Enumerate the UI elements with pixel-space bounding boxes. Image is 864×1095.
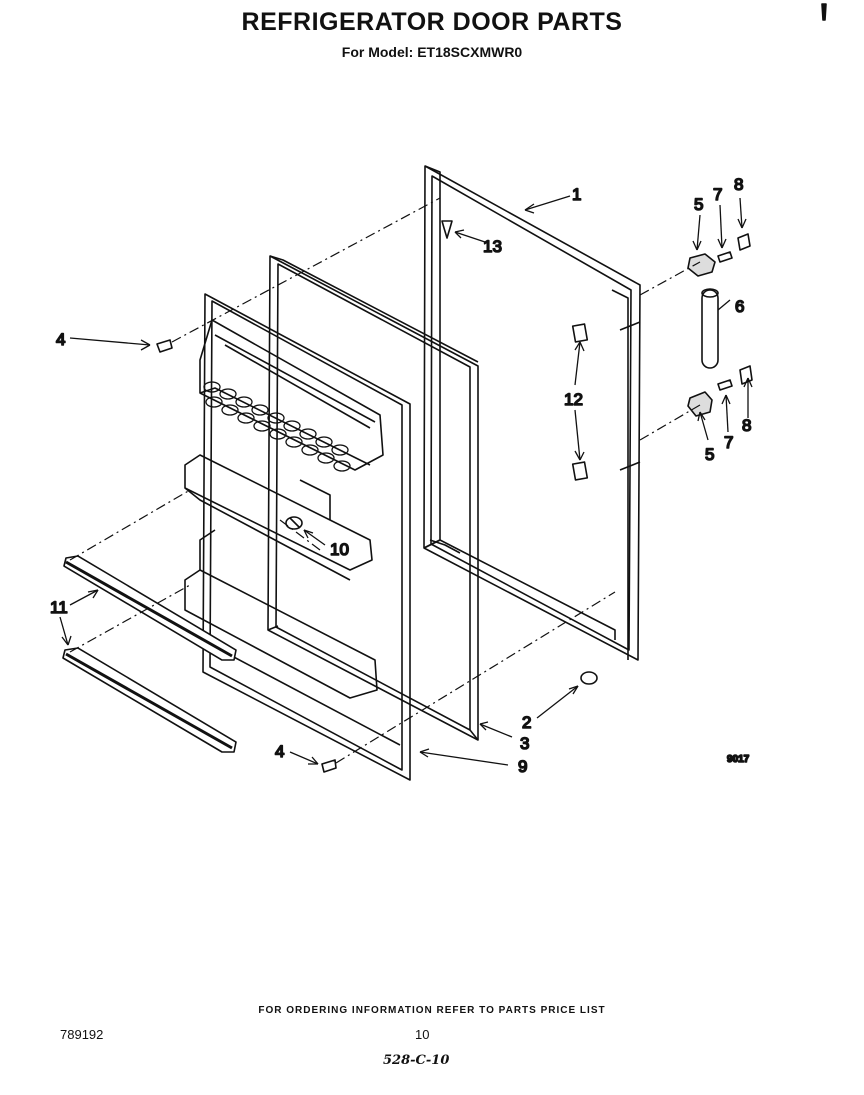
callout-7-lower: 7 [724, 433, 733, 452]
screw-13 [441, 220, 453, 239]
callout-13: 13 [483, 237, 502, 256]
document-part-number: 789192 [60, 1027, 104, 1042]
lower-hinge-bracket [687, 365, 753, 417]
hinge-pin [701, 288, 719, 369]
handwritten-note: 528-C-10 [383, 1053, 450, 1068]
callout-11: 11 [50, 598, 68, 617]
callout-9: 9 [518, 757, 527, 776]
inner-door-liner [184, 293, 411, 781]
corner-mark [821, 3, 827, 21]
callout-1: 1 [572, 185, 581, 204]
hinge-plate-upper [571, 323, 589, 343]
leader-lines [59, 195, 753, 766]
callout-6: 6 [735, 297, 744, 316]
screw-4-lower [321, 759, 337, 773]
callout-10: 10 [330, 540, 349, 559]
door-gasket [267, 255, 479, 741]
callout-3: 3 [520, 734, 529, 753]
egg-cups [203, 381, 351, 472]
callout-4-upper: 4 [56, 330, 65, 349]
callout-4-lower: 4 [275, 742, 284, 761]
callout-5-upper: 5 [694, 195, 703, 214]
page-number: 10 [415, 1027, 430, 1042]
hinge-plate-lower [571, 461, 589, 481]
callout-2: 2 [522, 713, 531, 732]
callout-5-lower: 5 [705, 445, 714, 464]
illustration-code: 9017 [727, 754, 750, 765]
model-subtitle: For Model: ET18SCXMWR0 [341, 44, 523, 60]
ordering-note: FOR ORDERING INFORMATION REFER TO PARTS … [258, 1005, 606, 1016]
upper-hinge-bracket [687, 233, 751, 277]
bushing-2 [580, 671, 598, 685]
screw-4-upper [156, 339, 173, 353]
page-title: REFRIGERATOR DOOR PARTS [241, 8, 623, 36]
callout-8-upper: 8 [734, 175, 743, 194]
callout-8-lower: 8 [742, 416, 751, 435]
fitting-10 [285, 516, 303, 530]
assembly-lines [69, 197, 701, 764]
callout-7-upper: 7 [713, 185, 722, 204]
callout-12: 12 [564, 390, 583, 409]
outer-door-panel [423, 165, 641, 661]
